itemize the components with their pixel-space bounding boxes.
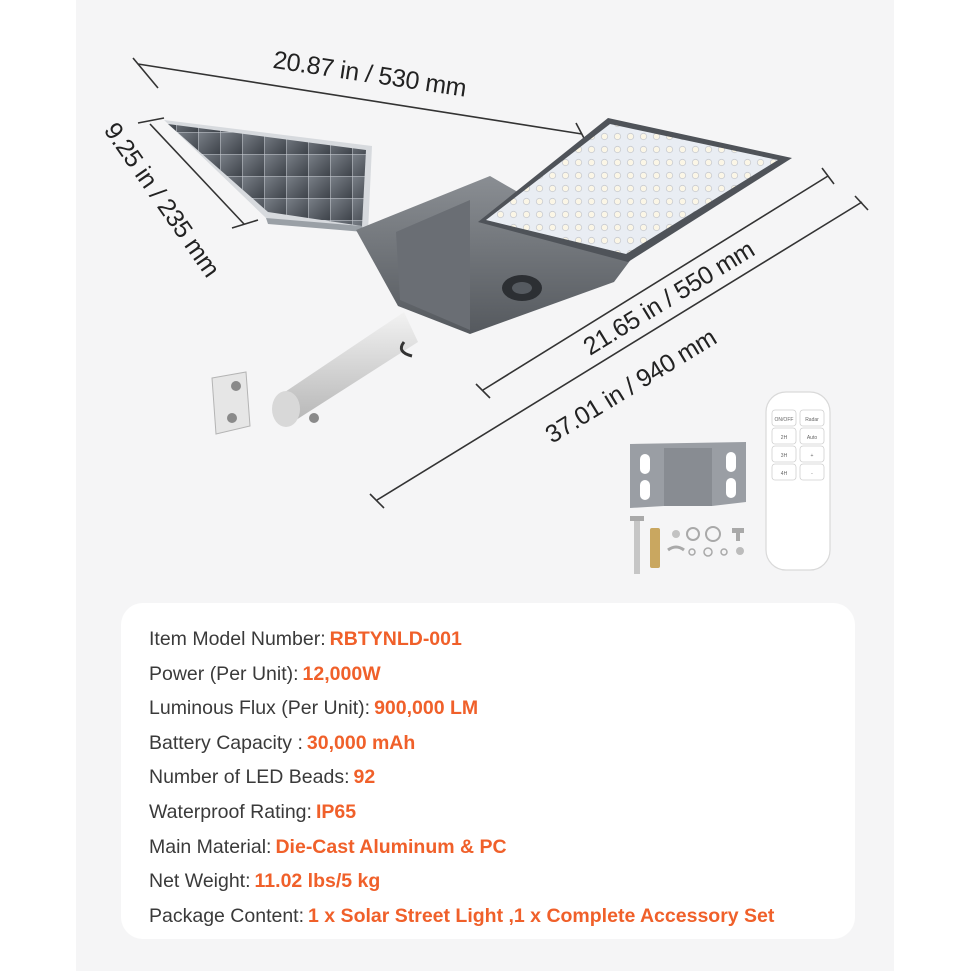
spec-row-waterproof-rating: Waterproof Rating:IP65	[149, 795, 855, 830]
spec-row-main-material: Main Material:Die-Cast Aluminum & PC	[149, 830, 855, 865]
spec-label: Power (Per Unit):	[149, 662, 299, 685]
spec-value: Die-Cast Aluminum & PC	[275, 835, 507, 858]
spec-row-power: Power (Per Unit):12,000W	[149, 657, 855, 692]
spec-label: Waterproof Rating:	[149, 800, 312, 823]
remote-button-radar: Radar	[805, 417, 819, 423]
specifications-card: Item Model Number:RBTYNLD-001 Power (Per…	[121, 603, 855, 939]
spec-label: Number of LED Beads:	[149, 766, 350, 789]
spec-value: 30,000 mAh	[306, 731, 416, 754]
remote-button-2h: 2H	[781, 435, 788, 441]
spec-row-led-beads: Number of LED Beads:92	[149, 760, 855, 795]
remote-control: ON/OFF Radar 2H Auto 3H + 4H -	[765, 391, 831, 571]
spec-row-model-number: Item Model Number:RBTYNLD-001	[149, 622, 855, 657]
spec-value: 900,000 LM	[374, 697, 479, 720]
spec-label: Luminous Flux (Per Unit):	[149, 697, 371, 720]
remote-button-minus: -	[811, 471, 813, 477]
lamp-body	[356, 176, 632, 334]
panel-length-label: 20.87 in / 530 mm	[271, 46, 468, 103]
mounting-arm	[211, 312, 418, 435]
spec-label: Item Model Number:	[149, 628, 326, 650]
remote-button-auto: Auto	[807, 435, 818, 441]
mounting-bracket	[630, 442, 746, 508]
solar-panel	[164, 120, 372, 232]
spec-value: 11.02 lbs/5 kg	[254, 870, 381, 893]
spec-value: IP65	[315, 800, 357, 823]
remote-button-grid: ON/OFF Radar 2H Auto 3H + 4H -	[771, 409, 825, 481]
spec-label: Net Weight:	[149, 870, 251, 893]
spec-label: Main Material:	[149, 835, 272, 858]
spec-row-package-content: Package Content:1 x Solar Street Light ,…	[149, 899, 855, 934]
product-illustration: 20.87 in / 530 mm 9.25 in / 235 mm 21.65…	[98, 46, 869, 574]
remote-button-3h: 3H	[781, 453, 788, 459]
remote-button-onoff: ON/OFF	[775, 417, 794, 423]
spec-row-net-weight: Net Weight:11.02 lbs/5 kg	[149, 864, 855, 899]
spec-label: Package Content:	[149, 904, 305, 927]
accessory-hardware	[630, 516, 744, 574]
spec-value: 1 x Solar Street Light ,1 x Complete Acc…	[308, 904, 775, 927]
spec-value: 12,000W	[302, 662, 381, 685]
led-head	[478, 118, 792, 262]
remote-button-4h: 4H	[781, 471, 788, 477]
spec-row-battery-capacity: Battery Capacity :30,000 mAh	[149, 726, 855, 761]
spec-label: Battery Capacity :	[149, 731, 303, 754]
spec-value: 92	[353, 766, 376, 789]
remote-button-plus: +	[811, 453, 814, 459]
overall-length-label: 37.01 in / 940 mm	[541, 323, 722, 449]
spec-value: RBTYNLD-001	[329, 628, 462, 650]
spec-row-luminous-flux: Luminous Flux (Per Unit):900,000 LM	[149, 691, 855, 726]
